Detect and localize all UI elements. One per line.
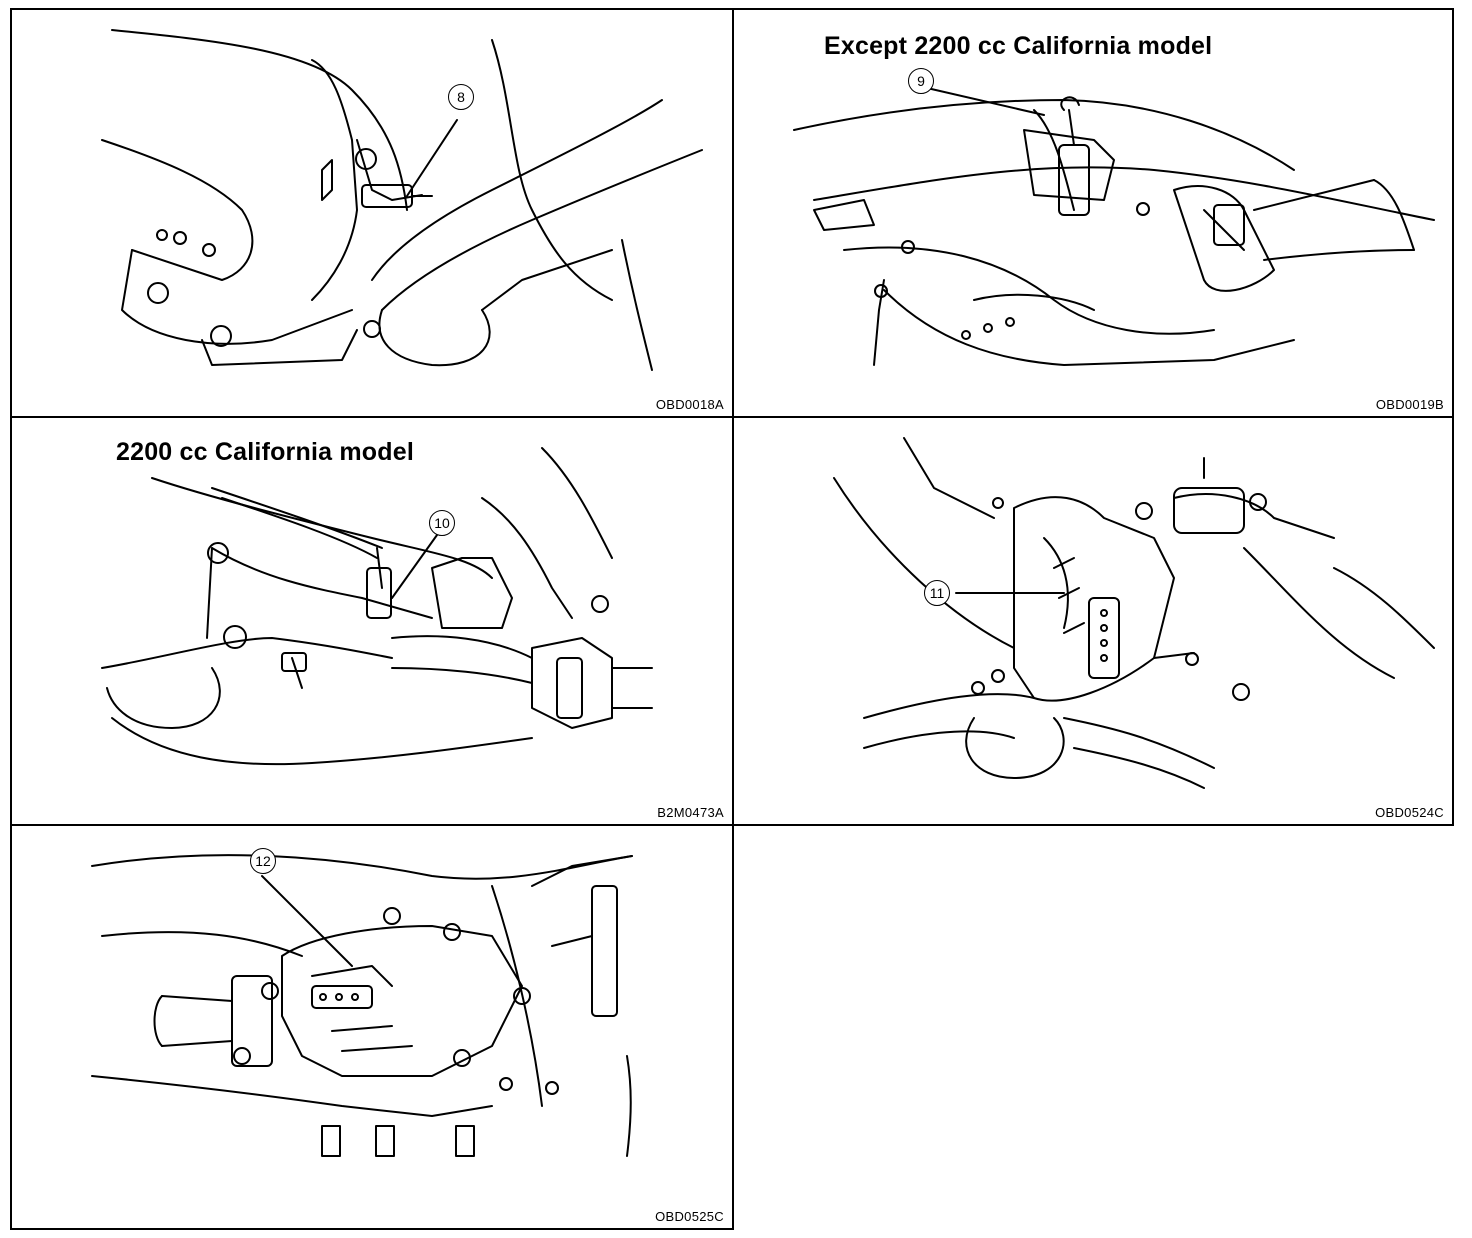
panel-sensor-8: 8 OBD0018A bbox=[10, 8, 734, 418]
illustration-front-catalytic-converter-11 bbox=[833, 437, 1435, 789]
illustration-rear-catalytic-converter-12 bbox=[91, 854, 633, 1157]
panel-caption: 2200 cc California model bbox=[114, 438, 416, 467]
callout-9: 9 bbox=[908, 68, 934, 94]
callout-10: 10 bbox=[429, 510, 455, 536]
panel-sensor-9: Except 2200 cc California model 9 OBD001… bbox=[732, 8, 1454, 418]
figure-code: B2M0473A bbox=[657, 805, 724, 820]
illustration-front-pipe-sensor-9 bbox=[793, 84, 1435, 366]
illustration-front-pipe-sensor-10 bbox=[101, 447, 653, 766]
illustration-exhaust-manifold-sensor-8 bbox=[101, 29, 703, 371]
panel-sensor-10: 2200 cc California model 10 B2M0473A bbox=[10, 416, 734, 826]
panel-converter-11: 11 OBD0524C bbox=[732, 416, 1454, 826]
figure-code: OBD0018A bbox=[655, 397, 724, 412]
panel-caption: Except 2200 cc California model bbox=[822, 32, 1215, 61]
figure-code: OBD0019B bbox=[1375, 397, 1444, 412]
callout-8: 8 bbox=[448, 84, 474, 110]
figure-code: OBD0525C bbox=[655, 1209, 724, 1224]
callout-11: 11 bbox=[924, 580, 950, 606]
callout-12: 12 bbox=[250, 848, 276, 874]
figure-code: OBD0524C bbox=[1375, 805, 1444, 820]
panel-converter-12: 12 OBD0525C bbox=[10, 824, 734, 1230]
